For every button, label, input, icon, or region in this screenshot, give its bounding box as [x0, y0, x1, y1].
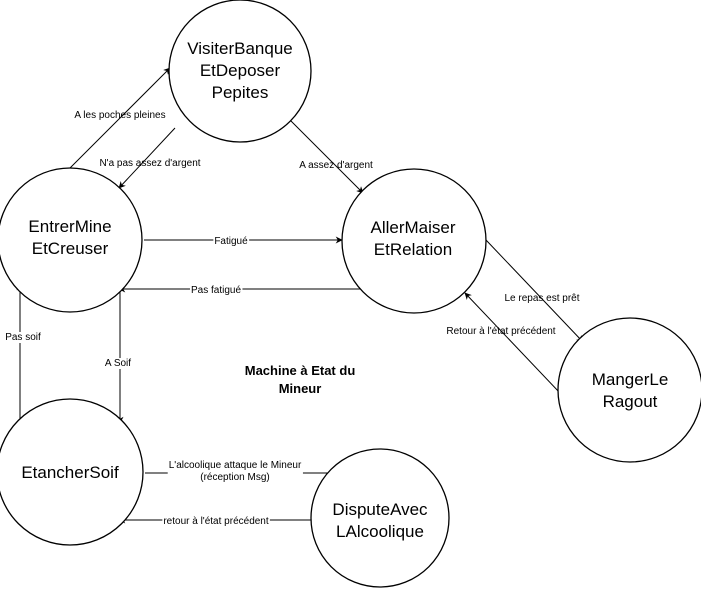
- transition-label-repas-pret: Le repas est prêt: [504, 293, 579, 304]
- transition-label-retour-etat-text: Retour à l'état précédent: [446, 326, 555, 337]
- transition-label-a-soif: A Soif: [103, 358, 133, 369]
- edge-poches-pleines: [69, 67, 171, 169]
- transition-label-fatigue-background: [213, 236, 250, 247]
- diagram-title: Machine à Etat du Mineur: [245, 363, 356, 396]
- state-aller-maison[interactable]: [341, 168, 487, 314]
- transition-label-alcoolique-attaque-line: L'alcoolique attaque le Mineur: [169, 460, 302, 471]
- diagram-title-line: Mineur: [279, 381, 322, 396]
- transition-label-assez-argent-text: A assez d'argent: [299, 160, 373, 171]
- transition-label-retour-etat-line: Retour à l'état précédent: [446, 326, 555, 337]
- state-label-visiter-banque-line: VisiterBanque: [187, 39, 293, 58]
- transition-label-poches-pleines-text: A les poches pleines: [74, 110, 165, 121]
- transition-label-pas-fatigue: Pas fatigué: [189, 285, 243, 296]
- transition-label-pas-assez-argent-text: N'a pas assez d'argent: [99, 158, 200, 169]
- state-label-etancher-soif-text: EtancherSoif: [21, 463, 119, 482]
- transition-label-pas-soif-text: Pas soif: [5, 332, 41, 343]
- state-label-manger-ragout-line: MangerLe: [592, 370, 669, 389]
- state-visiter-banque[interactable]: [168, 0, 312, 143]
- transition-label-retour-etat-2-background: [162, 516, 270, 527]
- transition-label-pas-assez-argent: N'a pas assez d'argent: [99, 158, 200, 169]
- transition-label-pas-fatigue-background: [189, 285, 243, 296]
- state-label-dispute-alcoolique-line: DisputeAvec: [332, 500, 428, 519]
- transition-label-a-soif-text: A Soif: [105, 358, 131, 369]
- state-manger-ragout[interactable]: [557, 317, 701, 463]
- state-label-entrer-mine-line: EtCreuser: [32, 239, 109, 258]
- state-label-etancher-soif-line: EtancherSoif: [21, 463, 119, 482]
- transition-label-pas-fatigue-text: Pas fatigué: [191, 285, 241, 296]
- transition-label-pas-soif: Pas soif: [4, 332, 43, 343]
- transition-label-retour-etat: Retour à l'état précédent: [446, 326, 555, 337]
- transition-label-alcoolique-attaque-text: L'alcoolique attaque le Mineur(réception…: [169, 460, 302, 483]
- transition-label-fatigue: Fatigué: [213, 236, 250, 247]
- state-label-aller-maison-line: AllerMaiser: [370, 218, 455, 237]
- transition-label-pas-soif-line: Pas soif: [5, 332, 41, 343]
- diagram-title-line: Machine à Etat du: [245, 363, 356, 378]
- state-label-etancher-soif: EtancherSoif: [21, 463, 119, 482]
- transition-label-retour-etat-2-text: retour à l'état précédent: [163, 516, 269, 527]
- transition-label-assez-argent-line: A assez d'argent: [299, 160, 373, 171]
- transition-label-poches-pleines-line: A les poches pleines: [74, 110, 165, 121]
- edge-repas-pret: [485, 239, 584, 343]
- transition-label-retour-etat-2-line: retour à l'état précédent: [163, 516, 269, 527]
- edge-pas-assez-argent: [118, 127, 176, 189]
- edge-retour-etat: [464, 292, 561, 394]
- state-label-visiter-banque-line: Pepites: [212, 83, 269, 102]
- transition-label-a-soif-background: [103, 358, 133, 369]
- state-label-aller-maison-line: EtRelation: [374, 240, 452, 259]
- transition-label-poches-pleines: A les poches pleines: [74, 110, 165, 121]
- transition-label-assez-argent: A assez d'argent: [299, 160, 373, 171]
- transition-label-pas-soif-background: [4, 332, 43, 343]
- state-label-visiter-banque-line: EtDeposer: [200, 61, 281, 80]
- transition-label-pas-assez-argent-line: N'a pas assez d'argent: [99, 158, 200, 169]
- transition-label-repas-pret-line: Le repas est prêt: [504, 293, 579, 304]
- transition-label-alcoolique-attaque-line: (réception Msg): [200, 472, 269, 483]
- diagram-title-text: Machine à Etat du Mineur: [245, 363, 356, 396]
- state-label-entrer-mine-line: EntrerMine: [28, 217, 111, 236]
- state-label-dispute-alcoolique-line: LAlcoolique: [336, 522, 424, 541]
- state-label-manger-ragout-line: Ragout: [603, 392, 658, 411]
- state-entrer-mine[interactable]: [0, 167, 143, 313]
- transition-label-fatigue-text: Fatigué: [214, 236, 248, 247]
- transition-label-alcoolique-attaque-background: [167, 460, 303, 483]
- transition-label-repas-pret-text: Le repas est prêt: [504, 293, 579, 304]
- transition-label-fatigue-line: Fatigué: [214, 236, 248, 247]
- transition-label-pas-fatigue-line: Pas fatigué: [191, 285, 241, 296]
- transition-label-retour-etat-2: retour à l'état précédent: [162, 516, 270, 527]
- state-etancher-soif[interactable]: [0, 398, 144, 546]
- state-dispute-alcoolique[interactable]: [310, 448, 450, 588]
- transition-label-alcoolique-attaque: L'alcoolique attaque le Mineur(réception…: [167, 460, 303, 483]
- transition-label-a-soif-line: A Soif: [105, 358, 131, 369]
- edge-assez-argent: [289, 119, 364, 194]
